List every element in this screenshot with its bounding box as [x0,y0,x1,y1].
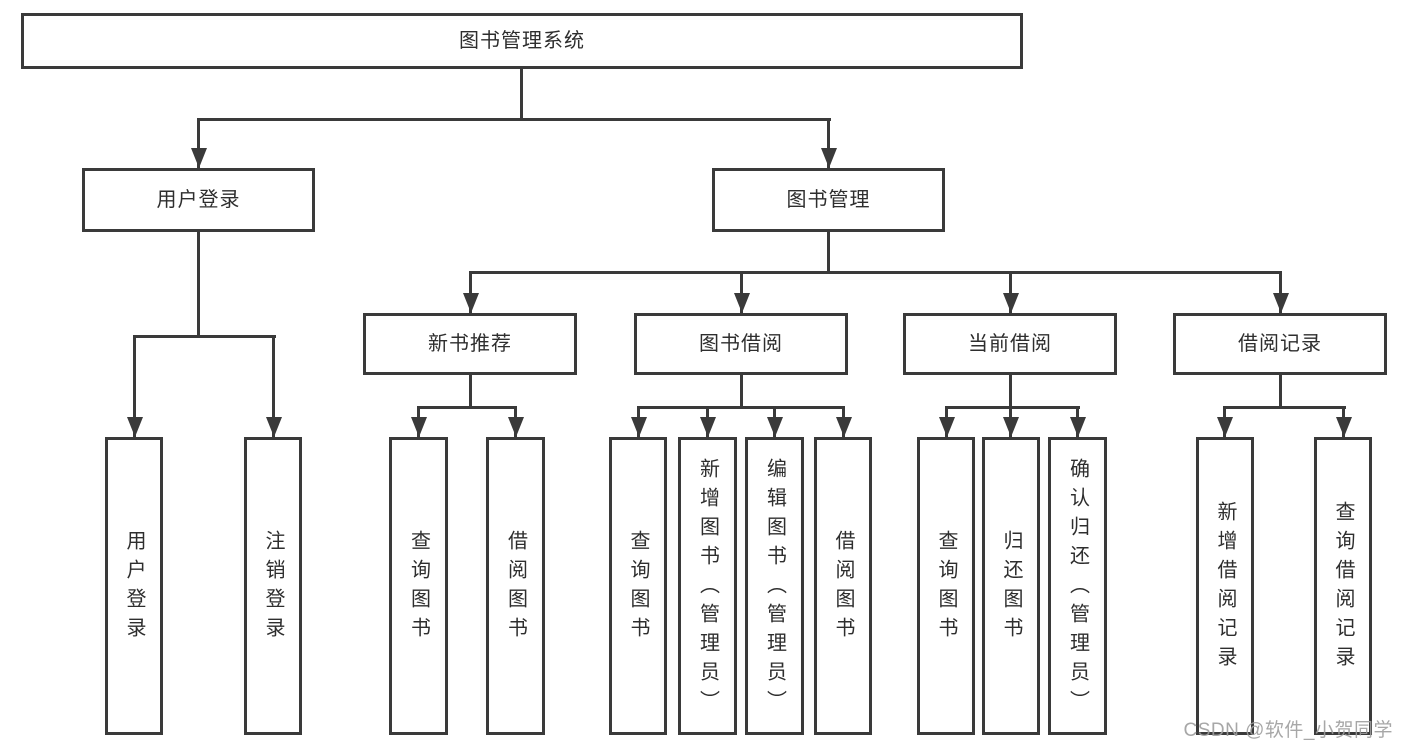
node-label: 当前借阅 [968,333,1052,355]
arrow-to-book-borrow [740,271,743,313]
connector-user-login-stem [197,232,200,338]
arrow-to-user-login [197,118,200,168]
node-label: 查询图书 [627,530,649,646]
connector-root-stem [520,69,523,119]
node-label: 归还图书 [1000,530,1022,646]
node-label: 查询借阅记录 [1332,501,1354,675]
connector-current-borrow-split [945,406,1080,409]
node-book-borrow: 图书借阅 [634,313,848,375]
node-label: 注销登录 [262,530,284,646]
node-user-login: 用户登录 [82,168,315,232]
arrow-to-return-book [1009,406,1012,437]
node-query-borrow-record: 查询借阅记录 [1314,437,1372,735]
node-return-book: 归还图书 [982,437,1040,735]
arrow-to-add-book [706,406,709,437]
node-book-management-system: 图书管理系统 [21,13,1023,69]
node-query-book-1: 查询图书 [389,437,448,735]
arrow-to-confirm-return [1076,406,1079,437]
node-borrow-book-1: 借阅图书 [486,437,545,735]
node-logout-leaf: 注销登录 [244,437,302,735]
connector-book-management-stem [827,232,830,273]
node-add-borrow-record: 新增借阅记录 [1196,437,1254,735]
arrow-to-edit-book [773,406,776,437]
node-label: 图书管理 [786,189,871,211]
node-label: 查询图书 [407,530,430,646]
connector-new-book-stem [469,375,472,408]
arrow-to-current-borrow [1009,271,1012,313]
connector-level2-split [197,118,831,121]
connector-current-borrow-stem [1009,375,1012,408]
node-new-book-recommend: 新书推荐 [363,313,577,375]
node-label: 新书推荐 [428,333,512,355]
node-label: 借阅记录 [1238,333,1322,355]
connector-borrow-records-split [1223,406,1346,409]
node-label: 确认归还（管理员） [1066,457,1089,719]
node-confirm-return-admin: 确认归还（管理员） [1048,437,1107,735]
node-label: 编辑图书（管理员） [763,457,786,719]
node-add-book-admin: 新增图书（管理员） [678,437,737,735]
node-query-book-2: 查询图书 [609,437,667,735]
watermark: CSDN @软件_小贺同学 [1183,720,1393,741]
arrow-to-user-login-leaf [133,335,136,437]
node-label: 新增图书（管理员） [696,457,719,719]
node-book-management: 图书管理 [712,168,945,232]
node-label: 新增借阅记录 [1214,501,1236,675]
arrow-to-query-book-3 [945,406,948,437]
connector-user-login-split [133,335,276,338]
node-borrow-book-2: 借阅图书 [814,437,872,735]
node-label: 借阅图书 [832,530,854,646]
connector-book-borrow-stem [740,375,743,408]
node-user-login-leaf: 用户登录 [105,437,163,735]
node-label: 用户登录 [123,530,145,646]
node-edit-book-admin: 编辑图书（管理员） [745,437,804,735]
arrow-to-query-book-2 [637,406,640,437]
connector-borrow-records-stem [1279,375,1282,408]
arrow-to-borrow-records [1279,271,1282,313]
arrow-to-new-book-recommend [469,271,472,313]
connector-book-borrow-split [637,406,845,409]
node-label: 用户登录 [156,189,241,211]
arrow-to-borrow-book-1 [514,406,517,437]
node-current-borrow: 当前借阅 [903,313,1117,375]
arrow-to-logout-leaf [272,335,275,437]
arrow-to-book-management [827,118,830,168]
arrow-to-borrow-book-2 [842,406,845,437]
node-label: 借阅图书 [504,530,527,646]
connector-new-book-split [417,406,517,409]
arrow-to-query-book-1 [417,406,420,437]
arrow-to-add-borrow-record [1223,406,1226,437]
node-label: 查询图书 [935,530,957,646]
connector-level3-split [469,271,1282,274]
arrow-to-query-borrow-record [1342,406,1345,437]
node-borrow-records: 借阅记录 [1173,313,1387,375]
node-label: 图书借阅 [699,333,783,355]
node-label: 图书管理系统 [459,30,585,52]
node-query-book-3: 查询图书 [917,437,975,735]
